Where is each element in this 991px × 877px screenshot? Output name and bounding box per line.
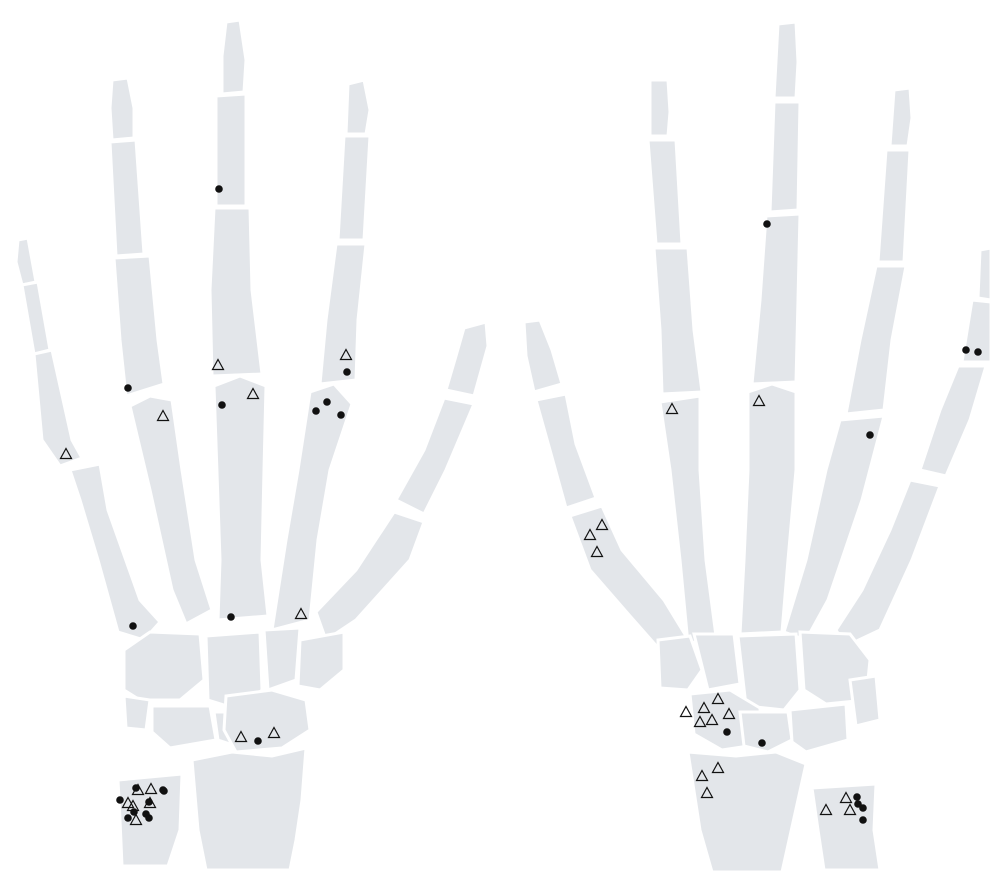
right-hand-dot-marker [974,348,982,356]
right-pinky-proximal-phalanx [920,366,986,476]
left-pinky-metacarpal [70,464,160,640]
left-hand-skeleton [16,20,488,870]
left-hand-dot-marker [142,810,150,818]
left-radius [192,748,306,870]
left-pinky-distal-phalanx [16,238,36,285]
left-hand-dot-marker [254,737,262,745]
right-hand-dot-marker [763,220,771,228]
left-index-middle-phalanx [338,136,370,240]
left-index-distal-phalanx [346,80,370,134]
right-hand-triangle-marker [681,707,692,717]
right-thumb-proximal-phalanx [536,394,596,508]
left-hand-dot-marker [124,384,132,392]
right-hand-dot-marker [962,346,970,354]
right-ring-middle-phalanx [878,150,910,262]
left-trapezium [298,632,344,690]
left-hand-dot-marker [124,814,132,822]
left-scaphoid [224,690,310,752]
right-hand-skeleton [524,22,991,872]
right-middle-metacarpal [740,384,796,634]
right-hand-dot-marker [859,816,867,824]
left-index-proximal-phalanx [320,244,366,384]
right-capitate [738,634,800,710]
right-ring-distal-phalanx [890,88,912,146]
left-hand-dot-marker [343,368,351,376]
left-ring-proximal-phalanx [114,256,164,396]
left-hand-dot-marker [159,786,167,794]
right-lunate [740,712,792,752]
left-triquetrum [152,706,216,748]
left-thumb-distal-phalanx [446,322,488,396]
left-hand-dot-marker [227,613,235,621]
left-hand-dot-marker [218,401,226,409]
right-middle-distal-phalanx [774,22,798,98]
left-hand-dot-marker [116,796,124,804]
left-thumb-proximal-phalanx [396,398,474,514]
left-hand-dot-marker [129,622,137,630]
right-middle-proximal-phalanx [752,214,800,384]
left-pinky-proximal-phalanx [34,350,82,466]
right-hand-dot-marker [723,728,731,736]
right-hand-dot-marker [758,739,766,747]
right-hand-dot-marker [866,431,874,439]
right-middle-middle-phalanx [770,102,800,212]
left-hand-dot-marker [215,185,223,193]
left-hamate [124,632,204,700]
left-thumb-metacarpal [316,512,424,640]
right-hand-dot-marker [854,800,862,808]
left-pisiform [124,696,150,730]
left-ring-metacarpal [130,396,212,624]
right-index-proximal-phalanx [654,248,702,394]
right-ring-proximal-phalanx [846,266,906,414]
left-ring-middle-phalanx [110,140,144,256]
right-index-middle-phalanx [648,140,682,244]
left-middle-distal-phalanx [222,20,246,94]
right-pinky-distal-phalanx [978,248,991,300]
left-hand-dot-marker [337,411,345,419]
right-hand-dot-marker [853,793,861,801]
left-middle-metacarpal [214,376,268,620]
right-ulna [812,784,880,870]
right-index-distal-phalanx [650,80,670,136]
left-trapezoid [264,628,300,690]
left-hand-dot-marker [312,407,320,415]
right-triquetrum [790,704,848,752]
right-thumb-metacarpal [570,506,686,650]
right-radius [688,752,806,872]
right-trapezoid [694,634,740,690]
left-middle-proximal-phalanx [210,208,262,376]
left-hand-dot-marker [323,398,331,406]
right-thumb-distal-phalanx [524,320,562,392]
right-pisiform [850,676,880,726]
left-pinky-middle-phalanx [22,282,50,354]
left-ring-distal-phalanx [110,78,134,140]
